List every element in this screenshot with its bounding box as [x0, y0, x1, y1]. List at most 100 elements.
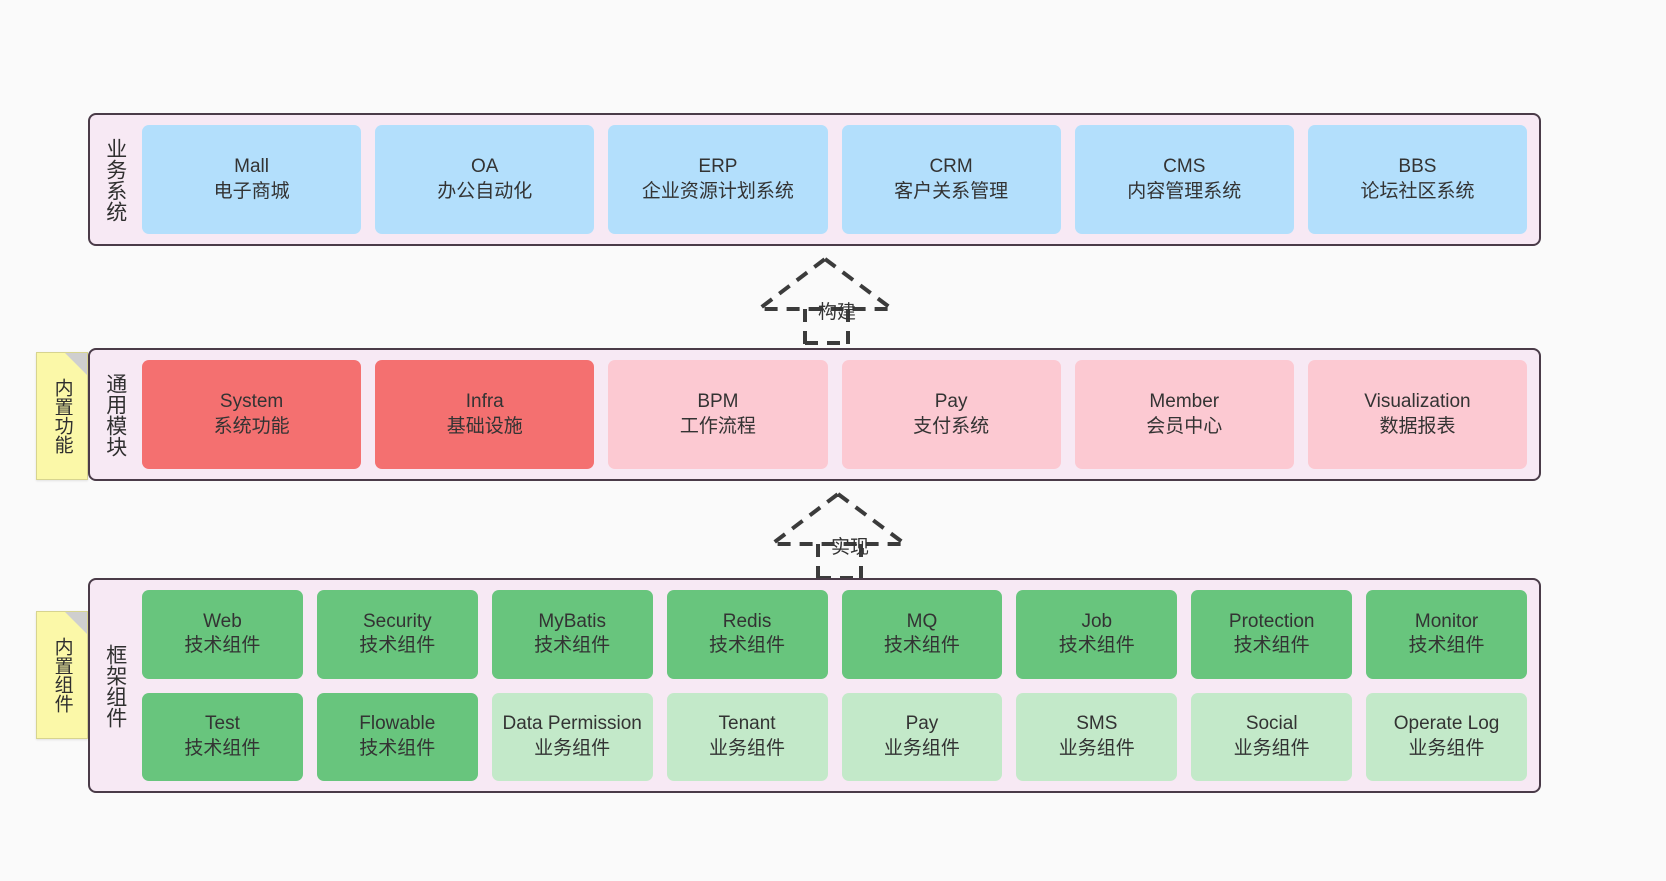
card-subtitle: 技术组件 — [359, 737, 436, 759]
card-social[interactable]: Social 业务组件 — [1191, 692, 1353, 781]
card-subtitle: 技术组件 — [184, 635, 261, 657]
card-subtitle: 企业资源计划系统 — [641, 180, 794, 202]
card-title: Monitor — [1414, 610, 1479, 632]
card-subtitle: 电子商城 — [213, 180, 290, 202]
card-subtitle: 技术组件 — [709, 635, 786, 657]
note-fold-corner-icon — [65, 612, 87, 634]
card-title: ERP — [698, 156, 738, 178]
layer-label-common-modules: 通用模块 — [103, 372, 127, 457]
card-pay-component[interactable]: Pay 业务组件 — [841, 692, 1003, 781]
card-mybatis[interactable]: MyBatis 技术组件 — [491, 590, 653, 679]
connector-implement: 实现 — [770, 492, 930, 580]
layer-framework-components: 框架组件 Web 技术组件 Security 技术组件 MyBatis 技术组件… — [88, 578, 1541, 793]
card-bpm[interactable]: BPM 工作流程 — [608, 360, 828, 469]
card-web[interactable]: Web 技术组件 — [142, 590, 303, 679]
card-monitor[interactable]: Monitor 技术组件 — [1366, 590, 1527, 679]
card-subtitle: 办公自动化 — [437, 180, 533, 202]
card-flowable[interactable]: Flowable 技术组件 — [316, 692, 478, 781]
card-security[interactable]: Security 技术组件 — [316, 590, 478, 679]
card-title: CMS — [1163, 156, 1206, 178]
card-title: CRM — [929, 156, 973, 178]
card-title: BBS — [1398, 156, 1437, 178]
card-title: SMS — [1076, 713, 1118, 735]
card-title: Flowable — [359, 713, 436, 735]
card-mall[interactable]: Mall 电子商城 — [142, 125, 362, 234]
card-pay[interactable]: Pay 支付系统 — [841, 360, 1061, 469]
card-subtitle: 业务组件 — [709, 737, 786, 759]
card-subtitle: 会员中心 — [1146, 415, 1223, 437]
card-subtitle: 技术组件 — [184, 737, 261, 759]
card-crm[interactable]: CRM 客户关系管理 — [841, 125, 1061, 234]
card-title: Member — [1149, 391, 1220, 413]
card-title: Test — [205, 713, 240, 735]
note-builtin-features: 内置功能 — [36, 352, 88, 480]
card-job[interactable]: Job 技术组件 — [1016, 590, 1178, 679]
card-subtitle: 支付系统 — [913, 415, 990, 437]
card-subtitle: 工作流程 — [679, 415, 756, 437]
connector-label-build: 构建 — [817, 302, 857, 323]
card-title: Redis — [722, 610, 772, 632]
card-subtitle: 内容管理系统 — [1127, 180, 1242, 202]
card-row: Test 技术组件 Flowable 技术组件 Data Permission … — [142, 692, 1527, 781]
card-redis[interactable]: Redis 技术组件 — [666, 590, 828, 679]
connector-build: 构建 — [757, 257, 917, 345]
layer-body-common-modules: System 系统功能 Infra 基础设施 BPM 工作流程 Pay 支付系统… — [132, 360, 1528, 469]
card-subtitle: 技术组件 — [1233, 635, 1310, 657]
card-row: System 系统功能 Infra 基础设施 BPM 工作流程 Pay 支付系统… — [142, 360, 1528, 469]
card-subtitle: 客户关系管理 — [894, 180, 1009, 202]
layer-label-framework-components: 框架组件 — [103, 643, 127, 728]
note-label: 内置组件 — [51, 637, 73, 713]
card-bbs[interactable]: BBS 论坛社区系统 — [1307, 125, 1528, 234]
card-title: MQ — [906, 610, 938, 632]
card-mq[interactable]: MQ 技术组件 — [841, 590, 1003, 679]
card-subtitle: 技术组件 — [359, 635, 436, 657]
card-title: Protection — [1228, 610, 1315, 632]
card-subtitle: 技术组件 — [534, 635, 611, 657]
card-title: MyBatis — [538, 610, 606, 632]
card-visualization[interactable]: Visualization 数据报表 — [1307, 360, 1528, 469]
card-title: BPM — [697, 391, 739, 413]
card-title: Mall — [234, 156, 269, 178]
card-sms[interactable]: SMS 业务组件 — [1016, 692, 1178, 781]
card-member[interactable]: Member 会员中心 — [1074, 360, 1294, 469]
card-subtitle: 系统功能 — [213, 415, 290, 437]
card-tenant[interactable]: Tenant 业务组件 — [666, 692, 828, 781]
card-title: Tenant — [718, 713, 776, 735]
card-title: Job — [1081, 610, 1113, 632]
note-builtin-components: 内置组件 — [36, 611, 88, 739]
card-system[interactable]: System 系统功能 — [142, 360, 362, 469]
card-subtitle: 业务组件 — [1058, 737, 1135, 759]
card-test[interactable]: Test 技术组件 — [142, 692, 303, 781]
card-subtitle: 业务组件 — [883, 737, 960, 759]
card-cms[interactable]: CMS 内容管理系统 — [1074, 125, 1294, 234]
layer-body-framework-components: Web 技术组件 Security 技术组件 MyBatis 技术组件 Redi… — [132, 590, 1527, 781]
layer-business-systems: 业务系统 Mall 电子商城 OA 办公自动化 ERP 企业资源计划系统 CRM… — [88, 113, 1541, 246]
card-subtitle: 业务组件 — [1233, 737, 1310, 759]
card-title: Visualization — [1364, 391, 1471, 413]
card-title: System — [219, 391, 284, 413]
card-title: Infra — [465, 391, 504, 413]
card-subtitle: 论坛社区系统 — [1360, 180, 1475, 202]
card-protection[interactable]: Protection 技术组件 — [1191, 590, 1353, 679]
card-subtitle: 技术组件 — [1408, 635, 1485, 657]
card-title: Pay — [905, 713, 939, 735]
card-title: OA — [471, 156, 499, 178]
card-operate-log[interactable]: Operate Log 业务组件 — [1366, 692, 1527, 781]
layer-label-business-systems: 业务系统 — [103, 137, 127, 222]
card-subtitle: 技术组件 — [883, 635, 960, 657]
card-erp[interactable]: ERP 企业资源计划系统 — [608, 125, 828, 234]
card-title: Web — [203, 610, 242, 632]
note-label: 内置功能 — [51, 378, 73, 454]
card-infra[interactable]: Infra 基础设施 — [375, 360, 595, 469]
card-title: Operate Log — [1393, 713, 1500, 735]
card-title: Security — [362, 610, 432, 632]
card-oa[interactable]: OA 办公自动化 — [375, 125, 595, 234]
card-subtitle: 基础设施 — [446, 415, 523, 437]
card-row: Mall 电子商城 OA 办公自动化 ERP 企业资源计划系统 CRM 客户关系… — [142, 125, 1528, 234]
layer-body-business-systems: Mall 电子商城 OA 办公自动化 ERP 企业资源计划系统 CRM 客户关系… — [132, 125, 1528, 234]
card-subtitle: 数据报表 — [1379, 415, 1456, 437]
card-title: Data Permission — [502, 713, 642, 735]
card-data-permission[interactable]: Data Permission 业务组件 — [491, 692, 653, 781]
card-title: Pay — [934, 391, 968, 413]
